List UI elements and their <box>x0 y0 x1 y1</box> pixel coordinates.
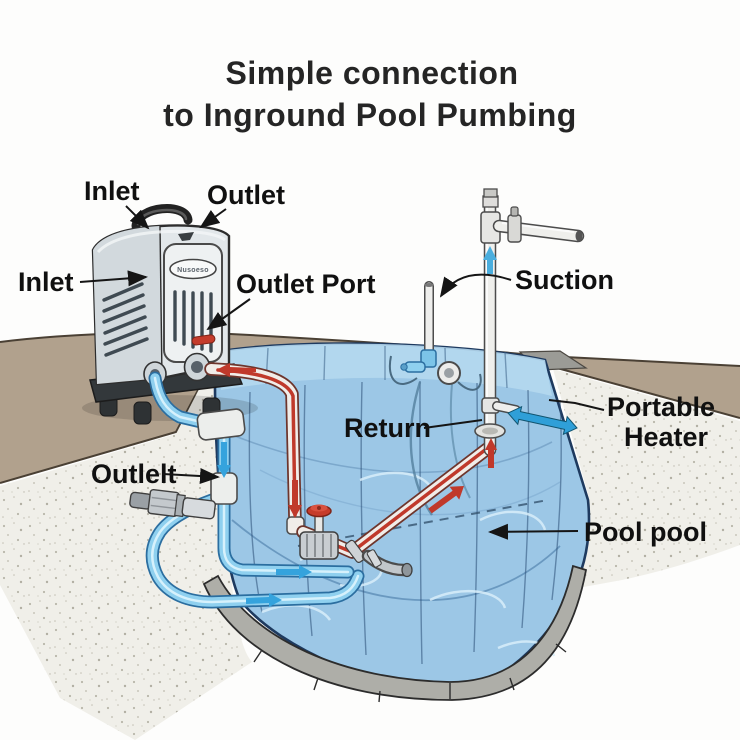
hose-coupler <box>420 349 437 368</box>
drain-elbow-fitting <box>361 549 413 578</box>
flow-arrow-up-icon <box>483 246 497 274</box>
label-inlet-top: Inlet <box>84 176 140 206</box>
pipe-open-end <box>424 283 434 287</box>
label-suction: Suction <box>515 265 614 295</box>
flow-arrow-double-icon <box>507 405 578 436</box>
return-riser <box>474 188 585 468</box>
callout-outlelt: Outlelt <box>91 459 220 489</box>
brand-badge-label: Nusoeso <box>177 267 209 274</box>
hidden-pipe-dashed-line <box>297 499 549 547</box>
callout-inlet-top: Inlet <box>84 176 150 230</box>
callout-suction: Suction <box>439 265 614 298</box>
flow-arrow-left-icon <box>216 363 256 377</box>
callout-portable-heater: Portable Heater <box>548 392 715 452</box>
flow-arrow-right-icon <box>246 593 282 607</box>
gate-valve <box>299 504 339 560</box>
outlet-hose-connector <box>129 488 216 520</box>
skimmer-suction-pipe <box>388 281 482 391</box>
label-outlet-port: Outlet Port <box>236 269 376 299</box>
elbow-fitting <box>196 408 246 441</box>
concrete-right <box>553 369 740 588</box>
heater-indicator-light <box>191 334 216 346</box>
concrete-left <box>0 360 252 740</box>
portable-heater-unit: Nusoeso <box>82 204 258 425</box>
pool-far-wall <box>215 343 552 396</box>
flow-arrow-up-right-icon <box>428 486 464 514</box>
label-inlet-side: Inlet <box>18 267 74 297</box>
title-line-1: Simple connection <box>226 55 519 91</box>
pipe-clamp <box>344 539 366 563</box>
callout-pool: Pool pool <box>488 517 707 547</box>
hot-return-pipes <box>204 362 494 578</box>
heater-side-vents <box>102 282 149 357</box>
flow-arrow-up-icon <box>485 438 497 468</box>
callout-inlet-side: Inlet <box>18 267 148 297</box>
label-outlet-top: Outlet <box>207 180 285 210</box>
pipe-open-end <box>575 230 583 242</box>
flow-arrow-down-icon <box>288 480 302 518</box>
brand-badge <box>169 258 217 280</box>
label-pool: Pool pool <box>584 517 707 547</box>
pipe-clamp <box>507 214 522 243</box>
label-portable-heater-2: Heater <box>624 422 709 452</box>
label-portable-heater-1: Portable <box>607 392 715 422</box>
diagram-title: Simple connection to Inground Pool Pumbi… <box>163 55 577 133</box>
label-outlelt: Outlelt <box>91 459 177 489</box>
title-line-2: to Inground Pool Pumbing <box>163 97 577 133</box>
callout-outlet-top: Outlet <box>199 180 285 229</box>
callout-return: Return <box>344 413 483 443</box>
pipe-cap <box>483 188 498 198</box>
flow-arrow-down-icon <box>217 442 231 478</box>
cold-water-pipes <box>129 371 365 609</box>
pool-base-curb <box>202 564 588 701</box>
flow-arrow-right-icon <box>276 565 312 579</box>
label-return: Return <box>344 413 431 443</box>
callout-outlet-port: Outlet Port <box>206 269 376 331</box>
callouts: Inlet Outlet Inlet Outlet Port Suction R… <box>18 176 715 547</box>
